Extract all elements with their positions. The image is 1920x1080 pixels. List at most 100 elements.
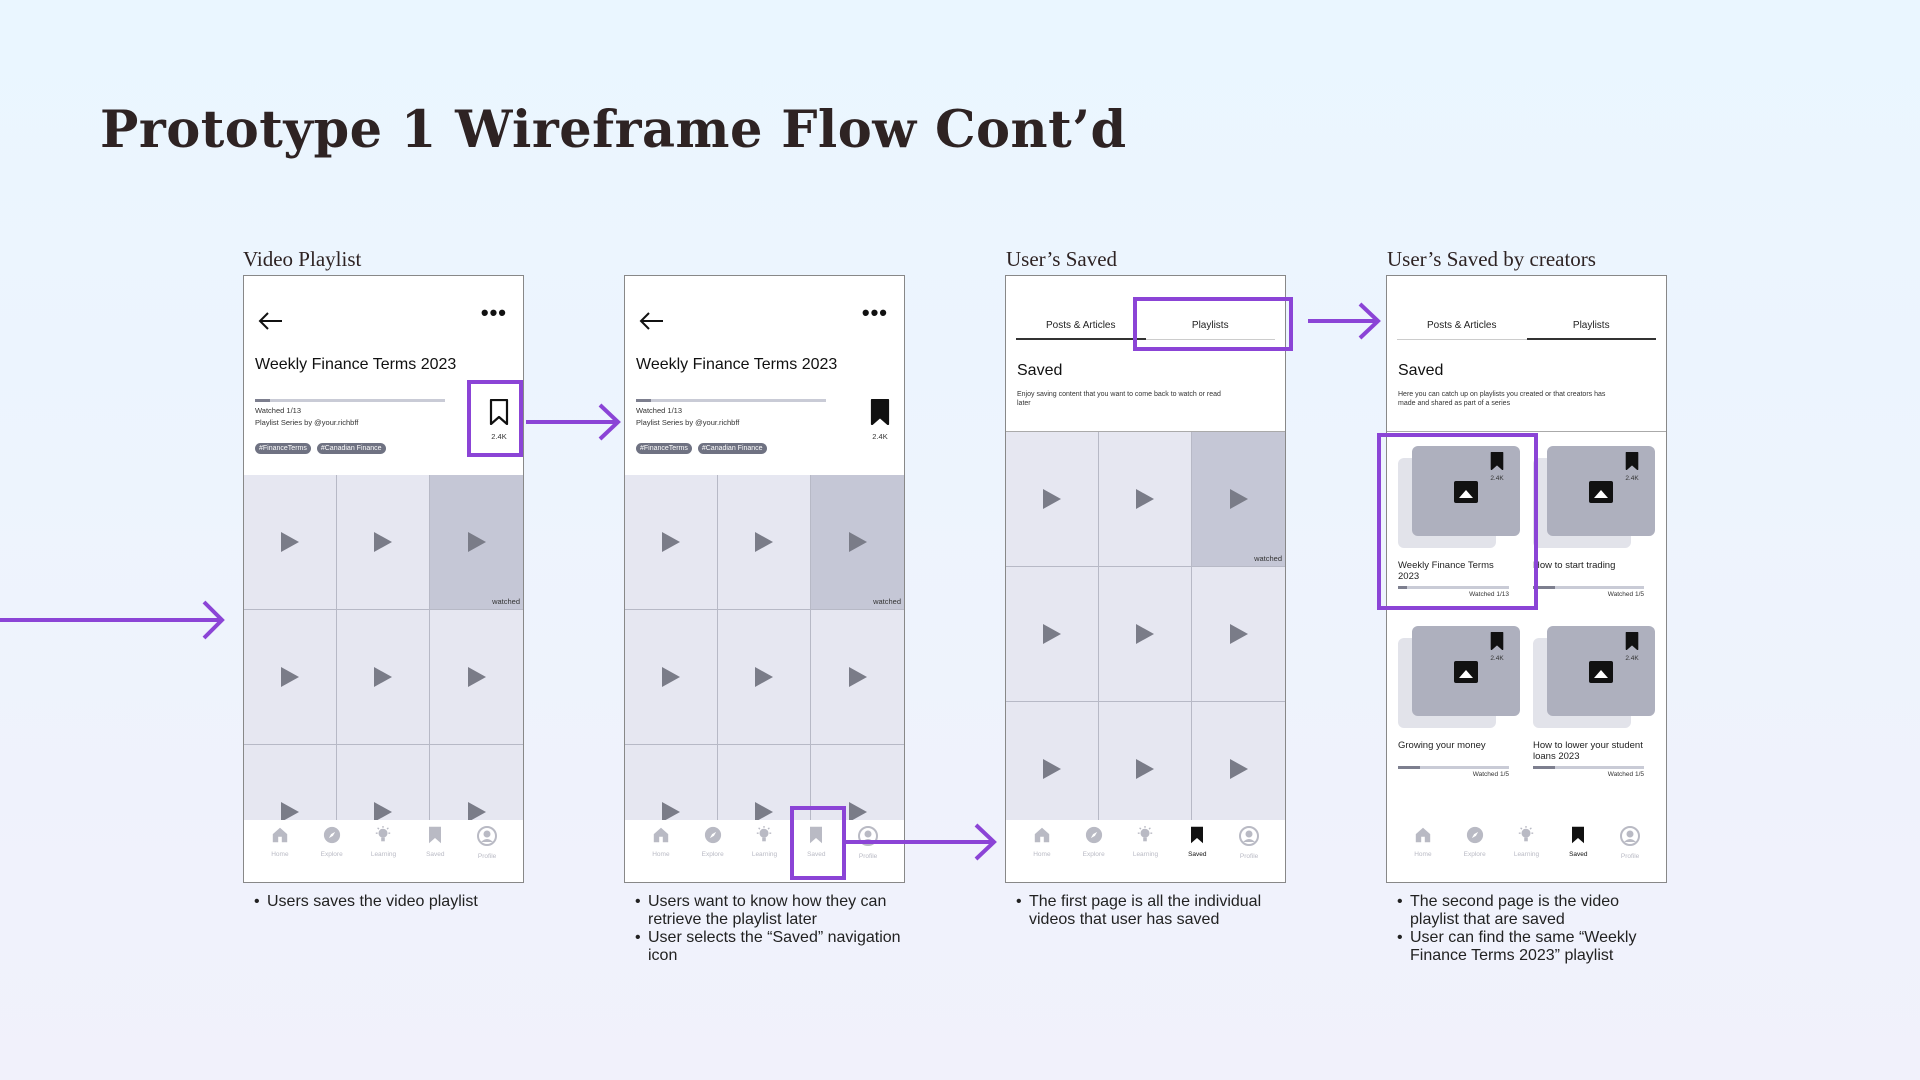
hashtag[interactable]: #Canadian Finance	[316, 443, 386, 454]
tag-list: #FinanceTerms #Canadian Finance	[636, 443, 767, 454]
card-save-button[interactable]: 2.4K	[1625, 451, 1639, 482]
play-icon	[281, 532, 299, 552]
video-thumbnail[interactable]	[1099, 567, 1192, 702]
hashtag[interactable]: #FinanceTerms	[636, 443, 692, 454]
nav-learning[interactable]: Learning	[1504, 820, 1548, 882]
frame-label-users-saved-creators: User’s Saved by creators	[1387, 247, 1596, 271]
play-icon	[1136, 489, 1154, 509]
video-thumbnail[interactable]	[625, 475, 718, 610]
hashtag[interactable]: #Canadian Finance	[697, 443, 767, 454]
tab-playlists[interactable]: Playlists	[1526, 314, 1656, 340]
nav-home[interactable]: Home	[258, 820, 302, 882]
nav-profile[interactable]: Profile	[1608, 820, 1652, 882]
series-author: Playlist Series by @your.richbff	[255, 418, 359, 427]
saved-tabs: Posts & Articles Playlists	[1397, 314, 1656, 340]
card-progress	[1533, 586, 1644, 589]
nav-explore[interactable]: Explore	[1072, 820, 1116, 882]
explore-icon	[1085, 826, 1103, 849]
caption-item: The second page is the video playlist th…	[1394, 893, 1664, 929]
nav-learning[interactable]: Learning	[1123, 820, 1167, 882]
save-button[interactable]: 2.4K	[489, 398, 509, 441]
nav-learning[interactable]: Learning	[742, 820, 786, 882]
video-thumbnail[interactable]: watched	[811, 475, 904, 610]
more-options-icon[interactable]: •••	[480, 300, 507, 325]
save-count: 2.4K	[872, 432, 888, 441]
frame-label-video-playlist: Video Playlist	[243, 247, 362, 271]
video-thumbnail[interactable]: watched	[1192, 432, 1285, 567]
nav-explore[interactable]: Explore	[1453, 820, 1497, 882]
video-thumbnail[interactable]	[1192, 702, 1285, 837]
nav-saved[interactable]: Saved	[413, 820, 457, 882]
card-save-count: 2.4K	[1625, 655, 1639, 662]
video-thumbnail[interactable]	[430, 610, 523, 745]
saved-icon	[808, 826, 824, 849]
caption-4: The second page is the video playlist th…	[1394, 893, 1664, 965]
video-thumbnail[interactable]	[337, 475, 430, 610]
profile-icon	[1620, 826, 1641, 851]
play-icon	[662, 802, 680, 822]
back-arrow-icon[interactable]	[258, 312, 284, 335]
hashtag[interactable]: #FinanceTerms	[255, 443, 311, 454]
caption-item: Users saves the video playlist	[251, 893, 521, 911]
play-icon	[1229, 624, 1248, 644]
card-watched: Watched 1/5	[1472, 771, 1509, 778]
nav-explore[interactable]: Explore	[691, 820, 735, 882]
tab-playlists[interactable]: Playlists	[1145, 314, 1275, 340]
video-thumbnail[interactable]	[811, 610, 904, 745]
video-thumbnail[interactable]	[244, 610, 337, 745]
video-thumbnail[interactable]	[718, 610, 811, 745]
watched-label: watched	[1254, 554, 1282, 563]
video-thumbnail[interactable]	[625, 610, 718, 745]
video-thumbnail[interactable]	[1006, 702, 1099, 837]
card-save-button[interactable]: 2.4K	[1625, 631, 1639, 662]
nav-profile[interactable]: Profile	[465, 820, 509, 882]
home-icon	[652, 826, 670, 849]
play-icon	[1136, 624, 1154, 644]
video-thumbnail[interactable]	[1099, 702, 1192, 837]
play-icon	[848, 802, 867, 822]
save-count: 2.4K	[491, 432, 507, 441]
video-thumbnail[interactable]	[1006, 567, 1099, 702]
video-thumbnail[interactable]	[244, 475, 337, 610]
learning-icon	[1136, 826, 1154, 849]
play-icon	[467, 802, 486, 822]
card-save-button[interactable]: 2.4K	[1490, 451, 1504, 482]
nav-saved[interactable]: Saved	[794, 820, 838, 882]
play-icon	[662, 532, 680, 552]
nav-home[interactable]: Home	[1401, 820, 1445, 882]
nav-home[interactable]: Home	[639, 820, 683, 882]
page-title: Prototype 1 Wireframe Flow Cont’d	[100, 100, 1127, 160]
nav-learning[interactable]: Learning	[361, 820, 405, 882]
nav-saved[interactable]: Saved	[1175, 820, 1219, 882]
tab-posts-articles[interactable]: Posts & Articles	[1016, 314, 1146, 340]
nav-label: Profile	[858, 853, 878, 860]
highlight-save-button	[467, 380, 523, 457]
video-thumbnail[interactable]	[1192, 567, 1285, 702]
play-icon	[1229, 759, 1248, 779]
play-icon	[755, 532, 773, 552]
video-thumbnail[interactable]	[718, 475, 811, 610]
card-progress	[1533, 766, 1644, 769]
play-icon	[662, 667, 680, 687]
bookmark-icon	[1490, 451, 1504, 474]
nav-label: Learning	[1513, 851, 1540, 858]
caption-2: Users want to know how they can retrieve…	[632, 893, 922, 965]
back-arrow-icon[interactable]	[639, 312, 665, 335]
more-options-icon[interactable]: •••	[861, 300, 888, 325]
video-thumbnail[interactable]	[1006, 432, 1099, 567]
save-button[interactable]: 2.4K	[870, 398, 890, 441]
nav-saved[interactable]: Saved	[1556, 820, 1600, 882]
nav-explore[interactable]: Explore	[310, 820, 354, 882]
card-save-button[interactable]: 2.4K	[1490, 631, 1504, 662]
phone-users-saved: Posts & Articles Playlists Saved Enjoy s…	[1005, 275, 1286, 883]
saved-icon	[1570, 826, 1586, 849]
video-thumbnail[interactable]	[337, 610, 430, 745]
nav-profile[interactable]: Profile	[1227, 820, 1271, 882]
video-thumbnail[interactable]	[1099, 432, 1192, 567]
tab-posts-articles[interactable]: Posts & Articles	[1397, 314, 1527, 340]
video-thumbnail[interactable]: watched	[430, 475, 523, 610]
tag-list: #FinanceTerms #Canadian Finance	[255, 443, 386, 454]
nav-home[interactable]: Home	[1020, 820, 1064, 882]
bookmark-icon	[1490, 631, 1504, 654]
